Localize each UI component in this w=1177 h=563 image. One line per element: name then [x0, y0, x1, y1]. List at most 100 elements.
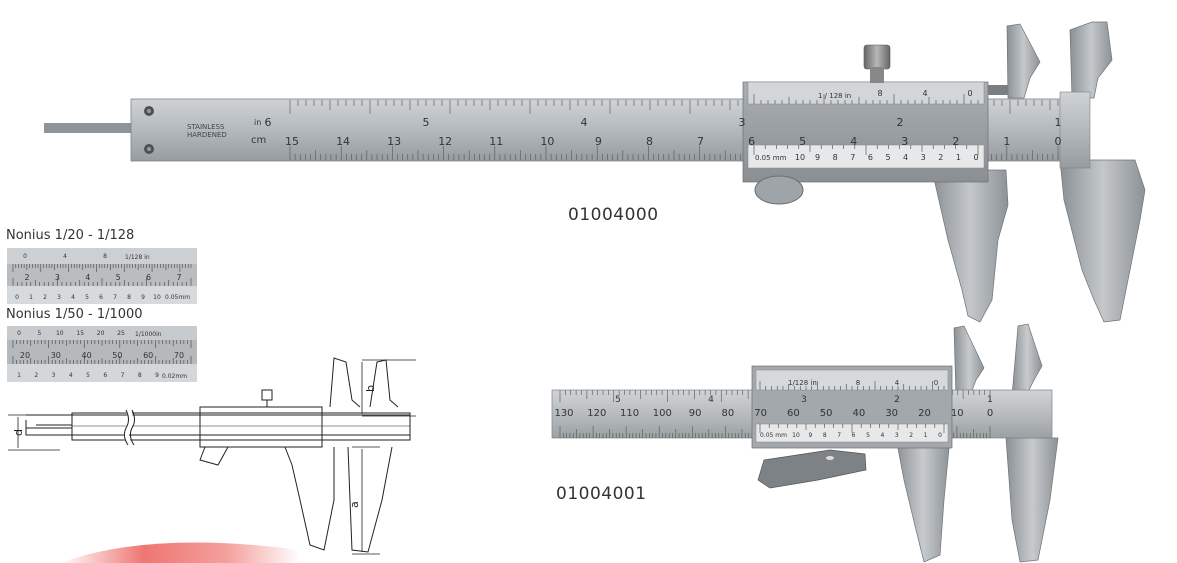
- scale-number: 3: [801, 395, 807, 405]
- scale-number: 4: [69, 372, 73, 379]
- brand-line-2: HARDENED: [187, 131, 227, 139]
- scale-number: 5: [85, 294, 89, 301]
- scale-number: 0: [973, 153, 978, 162]
- scale-number: 9: [815, 153, 820, 162]
- diagram-label-b: b: [364, 385, 377, 392]
- product-code-01004000: 01004000: [568, 205, 659, 225]
- scale-number: 0: [15, 294, 19, 301]
- scale-number: 3: [57, 294, 61, 301]
- scale-number: 50: [820, 408, 833, 419]
- scale-number: 11: [489, 135, 503, 148]
- scale-b-bottom-label: 0.02mm: [162, 373, 187, 380]
- product-code-01004001: 01004001: [556, 484, 647, 504]
- scale-number: 20: [20, 351, 30, 360]
- vernier-top-label: 1 / 128 in: [818, 92, 851, 100]
- scale-number: 0: [1055, 135, 1062, 148]
- scale-number: 8: [877, 89, 882, 98]
- scale-number: 10: [951, 408, 964, 419]
- scale-number: 2: [43, 294, 47, 301]
- scale-number: 70: [754, 408, 767, 419]
- scale-number: 9: [595, 135, 602, 148]
- scale-number: 8: [138, 372, 142, 379]
- scale-number: 6: [868, 153, 873, 162]
- scale-number: 4: [850, 135, 857, 148]
- scale-number: 5: [86, 372, 90, 379]
- scale-number: 5: [799, 135, 806, 148]
- scale-number: 15: [285, 135, 299, 148]
- diagram-label-d: d: [12, 429, 25, 436]
- scale-number: 120: [587, 408, 606, 419]
- scale-number: 2: [952, 135, 959, 148]
- scale-number: 1: [924, 432, 928, 439]
- scale-number: 1: [956, 153, 961, 162]
- scale-number: 7: [697, 135, 704, 148]
- scale-number: 25: [117, 330, 125, 337]
- scale-number: 4: [63, 253, 67, 260]
- scale-number: 4: [895, 379, 900, 387]
- scale-number: 80: [721, 408, 734, 419]
- scale-number: 5: [615, 395, 621, 405]
- scale-a-top-label: 1/128 in: [125, 254, 150, 261]
- scale-number: 10: [153, 294, 161, 301]
- scale-number: 7: [837, 432, 841, 439]
- scale-number: 6: [265, 116, 272, 129]
- scale-number: 5: [423, 116, 430, 129]
- scale-number: 40: [853, 408, 866, 419]
- brand-line-1: STAINLESS: [187, 123, 225, 131]
- scale-number: 8: [823, 432, 827, 439]
- scale-number: 4: [708, 395, 714, 405]
- scale-number: 10: [56, 330, 64, 337]
- scale-number: 4: [880, 432, 884, 439]
- scale-number: 0: [987, 408, 993, 419]
- scale-number: 4: [71, 294, 75, 301]
- scale-number: 9: [808, 432, 812, 439]
- scale-number: 6: [146, 273, 151, 282]
- scale-number: 10: [540, 135, 554, 148]
- scale-number: 4: [903, 153, 908, 162]
- scale-number: 3: [895, 432, 899, 439]
- scale-number: 1: [17, 372, 21, 379]
- scale-number: 7: [113, 294, 117, 301]
- scale-number: 7: [850, 153, 855, 162]
- unit-cm-label: cm: [251, 135, 266, 146]
- scale-number: 2: [34, 372, 38, 379]
- diagram-label-a: a: [348, 501, 361, 508]
- scale-number: 100: [653, 408, 672, 419]
- scale-number: 14: [336, 135, 350, 148]
- scale-number: 2: [894, 395, 900, 405]
- scale-number: 4: [581, 116, 588, 129]
- scale-number: 70: [174, 351, 184, 360]
- scale-number: 5: [116, 273, 121, 282]
- scale-number: 8: [833, 153, 838, 162]
- scale-number: 0: [938, 432, 942, 439]
- scale-number: 5: [37, 330, 41, 337]
- scale-number: 10: [792, 432, 800, 439]
- scale-number: 3: [739, 116, 746, 129]
- scale-number: 8: [646, 135, 653, 148]
- caliper-large: STAINLESS HARDENED in cm 1 / 128 in 0.05…: [44, 21, 1146, 323]
- scale-number: 5: [866, 432, 870, 439]
- scale-b-top-label: 1/1000in: [135, 331, 162, 338]
- small-vernier-top-label: 1/128 in: [788, 379, 817, 387]
- scale-number: 50: [112, 351, 122, 360]
- scale-number: 7: [176, 273, 181, 282]
- scale-number: 20: [97, 330, 105, 337]
- scale-number: 2: [938, 153, 943, 162]
- scale-number: 1: [987, 395, 993, 405]
- caliper-diagram: d b a: [8, 357, 416, 563]
- scale-number: 60: [143, 351, 153, 360]
- scale-number: 10: [795, 153, 805, 162]
- scale-number: 3: [52, 372, 56, 379]
- scale-number: 12: [438, 135, 452, 148]
- scale-number: 6: [748, 135, 755, 148]
- nonius-label-2: Nonius 1/50 - 1/1000: [6, 307, 143, 322]
- scale-number: 5: [885, 153, 890, 162]
- scale-number: 1: [1003, 135, 1010, 148]
- scale-number: 4: [85, 273, 90, 282]
- scale-number: 3: [901, 135, 908, 148]
- scale-a-bottom-label: 0.05mm: [165, 294, 190, 301]
- scale-number: 6: [852, 432, 856, 439]
